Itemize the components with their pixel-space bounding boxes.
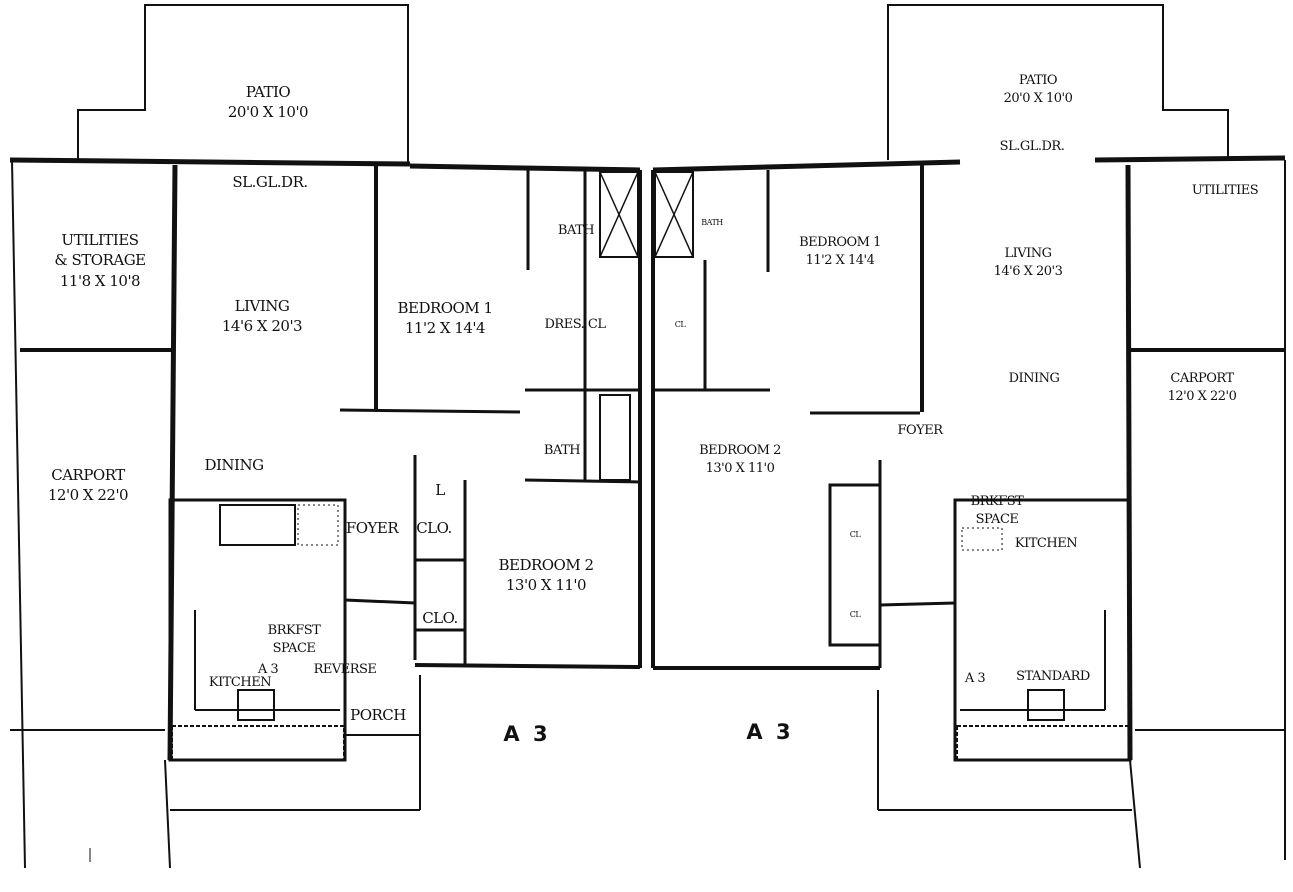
left-unit-walls (9, 4, 642, 869)
left-breakfast-label: BRKFST SPACE (268, 622, 321, 657)
room-name-2: SPACE (272, 640, 316, 656)
room-name-2: & STORAGE (54, 251, 146, 270)
right-foyer-label: FOYER (897, 423, 943, 438)
room-size: 13'0 X 11'0 (705, 460, 775, 476)
right-breakfast-label: BRKFST SPACE (971, 493, 1024, 528)
room-name: PATIO (245, 83, 291, 101)
left-bedroom2-label: BEDROOM 2 13'0 X 11'0 (498, 555, 594, 596)
room-name: LIVING (1004, 246, 1052, 261)
left-dres-cl-label: DRES. CL (544, 317, 607, 332)
room-name: CARPORT (1170, 371, 1234, 386)
room-name-2: SPACE (975, 511, 1019, 527)
room-size: 11'2 X 14'4 (805, 252, 875, 268)
room-size: 14'6 X 20'3 (993, 263, 1063, 279)
room-name: BEDROOM 2 (699, 443, 781, 458)
room-name: BRKFST (970, 494, 1024, 509)
right-unit-code: A 3 (964, 671, 986, 686)
room-name: BEDROOM 1 (397, 299, 493, 317)
left-dining-label: DINING (204, 456, 264, 474)
right-variant-label: STANDARD (1016, 669, 1090, 684)
room-name: UTILITIES (61, 231, 139, 249)
right-closet-label: CL (674, 320, 686, 329)
right-utilities-label: UTILITIES (1191, 183, 1259, 198)
right-patio-label: PATIO 20'0 X 10'0 (1004, 72, 1073, 107)
left-sliding-door-label: SL.GL.DR. (232, 173, 308, 191)
room-size: 12'0 X 22'0 (1167, 388, 1237, 404)
right-living-label: LIVING 14'6 X 20'3 (994, 245, 1063, 280)
room-size: 20'0 X 10'0 (227, 103, 309, 122)
left-plan-label: A 3 (503, 722, 551, 746)
right-closet3-label: CL (849, 610, 861, 619)
left-closet2-label: CLO. (422, 609, 458, 627)
right-dining-label: DINING (1008, 371, 1060, 386)
left-unit-code: A 3 (257, 662, 279, 677)
room-name: PATIO (1018, 73, 1058, 88)
left-linen-label: L (435, 481, 445, 499)
left-closet1-label: CLO. (416, 519, 452, 537)
left-bedroom1-label: BEDROOM 1 11'2 X 14'4 (397, 298, 493, 339)
left-kitchen-label: KITCHEN (208, 675, 272, 690)
right-closet2-label: CL (849, 530, 861, 539)
room-size: 11'2 X 14'4 (404, 319, 486, 338)
right-kitchen-label: KITCHEN (1014, 536, 1078, 551)
room-name: BRKFST (267, 623, 321, 638)
room-name: BEDROOM 1 (799, 235, 881, 250)
right-sliding-door-label: SL.GL.DR. (999, 139, 1065, 154)
room-size: 20'0 X 10'0 (1003, 90, 1073, 106)
right-bedroom1-label: BEDROOM 1 11'2 X 14'4 (799, 234, 881, 269)
room-size: 12'0 X 22'0 (47, 486, 129, 505)
right-unit-walls (651, 4, 1286, 869)
left-patio-label: PATIO 20'0 X 10'0 (227, 82, 309, 123)
room-size: 14'6 X 20'3 (221, 317, 303, 336)
right-carport-label: CARPORT 12'0 X 22'0 (1168, 370, 1237, 405)
room-name: LIVING (234, 297, 290, 315)
room-size: 11'8 X 10'8 (59, 271, 141, 290)
left-variant-label: REVERSE (313, 662, 377, 677)
left-living-label: LIVING 14'6 X 20'3 (221, 296, 303, 337)
room-name: BEDROOM 2 (498, 556, 594, 574)
right-bedroom2-label: BEDROOM 2 13'0 X 11'0 (699, 442, 781, 477)
room-name: CARPORT (51, 466, 125, 484)
right-plan-label: A 3 (746, 720, 794, 744)
left-bath1-label: BATH (557, 223, 595, 238)
room-size: 13'0 X 11'0 (505, 576, 587, 595)
left-porch-label: PORCH (350, 706, 406, 724)
left-bath2-label: BATH (543, 443, 581, 458)
right-bath-label: BATH (701, 218, 723, 227)
left-foyer-label: FOYER (345, 519, 399, 537)
left-carport-label: CARPORT 12'0 X 22'0 (47, 465, 129, 506)
